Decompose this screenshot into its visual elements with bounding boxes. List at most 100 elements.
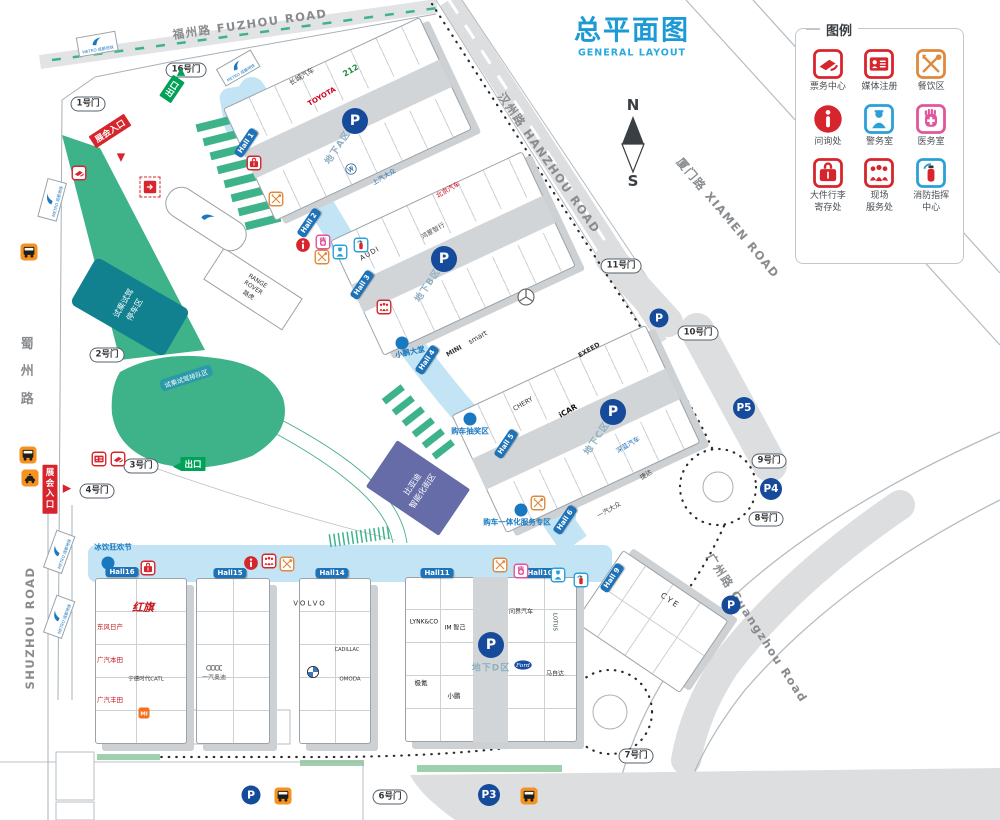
hall-tag-hall11: Hall11 [420, 568, 454, 578]
metro-station-marker: METRO 成都地铁 [42, 594, 76, 640]
legend-panel: 图例 票务中心 媒体注册 餐饮区问询处 警务室 医务室大件行李 寄存处现场 服务处消防指… [795, 20, 964, 264]
metro-label: METRO 成都地铁 [81, 44, 114, 55]
brand-MINI: MINI [444, 343, 464, 359]
legend-item-people: 现场 服务处 [854, 158, 906, 214]
brand-广汽丰田: 广汽丰田 [97, 695, 123, 704]
legend-item-label: 警务室 [865, 136, 893, 147]
xpeng-lobby-dot [395, 336, 409, 350]
medical-icon [513, 563, 529, 579]
metro-station-marker: METRO 成都地铁 [42, 529, 76, 575]
brand-极氪: 极氪 [414, 678, 428, 687]
legend-item-label: 大件行李 寄存处 [809, 191, 846, 214]
bus-icon [20, 243, 38, 261]
brand-一汽奥迪: 一汽奥迪 [201, 674, 227, 682]
legend-grid: 票务中心 媒体注册 餐饮区问询处 警务室 医务室大件行李 寄存处现场 服务处消防指挥 中… [796, 29, 963, 221]
parking-marker-P-8: P [241, 785, 261, 805]
utensils-icon [314, 249, 330, 265]
gate-6号门: 6号门 [372, 789, 408, 805]
brand-捷达: 捷达 [638, 468, 654, 482]
legend-item-label: 餐饮区 [917, 82, 945, 92]
brand-CADILLAC: CADILLAC [334, 646, 360, 653]
legend-title: 图例 [820, 20, 859, 39]
brand-宁德时代CATL: 宁德时代CATL [128, 676, 164, 683]
luggage-icon [812, 158, 843, 189]
parking-marker-P-1: P [431, 246, 457, 272]
car-lottery: 购车抽奖区 [451, 426, 489, 436]
hall-block-14 [299, 578, 371, 744]
one-stop-service-dot [514, 503, 528, 517]
parking-marker-P-2: P [600, 399, 626, 425]
people-icon [261, 553, 277, 569]
police-icon [332, 244, 348, 260]
utensils-icon [916, 49, 947, 79]
svg-text:MI: MI [140, 712, 148, 718]
legend-item-police: 警务室 [854, 103, 906, 149]
ford-logo: Ford [514, 656, 532, 674]
gate-7号门: 7号门 [618, 748, 654, 764]
bus-icon [520, 787, 538, 805]
exit-arrow-left: ◀ [172, 459, 182, 473]
brand-深蓝汽车: 深蓝汽车 [614, 434, 642, 455]
metro-station-marker: METRO 成都地铁 [215, 49, 261, 87]
legend-item-label: 问询处 [814, 136, 842, 147]
hall-tag-hall10: Hall10 [523, 568, 557, 578]
metro-label: METRO 成都地铁 [50, 185, 64, 218]
entrance-tag-0: 展会入口 [88, 113, 132, 149]
legend-item-medical: 医务室 [905, 103, 957, 149]
brand-OMODA: OMODA [339, 676, 361, 683]
legend-item-label: 媒体注册 [861, 82, 898, 92]
benz-logo [517, 288, 535, 306]
guangzhou-road: 广州路 Guangzhou Road [703, 550, 811, 706]
brand-EXEED: EXEED [576, 340, 602, 360]
hall-tag-hall5: Hall 5 [493, 428, 519, 460]
people-icon [376, 299, 392, 315]
legend-item-utensils: 餐饮区 [905, 49, 957, 94]
police-icon [550, 567, 566, 583]
brand-东风日产: 东风日产 [97, 622, 123, 631]
hall-tag-hall15: Hall15 [213, 568, 247, 578]
ice-drink-festival-dot [101, 556, 115, 570]
gate-8号门: 8号门 [748, 511, 784, 527]
parking-marker-P-0: P [342, 108, 368, 134]
bus-icon [274, 787, 292, 805]
ice-drink-festival: 冰饮狂欢节 [94, 542, 132, 552]
range-rover-booth: RANGE ROVER 路虎 [203, 247, 303, 331]
compass-south-label: S [628, 172, 639, 187]
legend-item-idcard: 媒体注册 [854, 49, 906, 94]
exit-tag-0: 出口 [159, 74, 185, 104]
fire-icon [573, 572, 589, 588]
metro-station-marker: METRO 成都地铁 [75, 30, 119, 58]
byd-smart-street: 比亚迪 智能化街区 [365, 440, 471, 536]
hanzhou-road: 汉州路 HANZHOU ROAD [494, 89, 604, 237]
ticket-icon [812, 49, 843, 79]
page-title: 总平面图 [574, 15, 690, 47]
parking-marker-P-3: P [478, 632, 504, 658]
test-drive-parking: 试乘试驾 停车区 [69, 256, 191, 358]
ticket-icon [110, 451, 126, 467]
legend-item-fire: 消防指挥 中心 [905, 158, 957, 214]
info-icon [296, 238, 311, 253]
hall-block-11-10 [405, 577, 577, 742]
legend-item-label: 票务中心 [809, 82, 846, 92]
underground-area-label: 地下C区 [582, 420, 612, 458]
brand-马自达: 马自达 [545, 670, 565, 678]
shuzhou-road-zh: 蜀州路 [20, 337, 36, 407]
gate-2号门: 2号门 [89, 347, 125, 363]
brand-红旗: 红旗 [132, 601, 154, 615]
gate-16号门: 16号门 [165, 62, 207, 78]
parking-marker-P-7: P [721, 595, 741, 615]
entrance-tag-1: 展会入口 [42, 464, 58, 514]
legend-item-info: 问询处 [802, 104, 854, 149]
utensils-icon [530, 495, 546, 511]
hall-tag-hall9: Hall 9 [599, 562, 625, 594]
gate-1号门: 1号门 [70, 96, 106, 112]
mi-logo: MI [138, 707, 150, 719]
svg-text:Ford: Ford [515, 663, 530, 669]
brand-iCAR: iCAR [557, 402, 579, 420]
medical-icon [916, 103, 947, 134]
brand-上汽大众: 上汽大众 [370, 166, 398, 187]
gate-3号门: 3号门 [123, 458, 159, 474]
idcard-icon [91, 451, 107, 467]
gate-10号门: 10号门 [677, 325, 719, 341]
